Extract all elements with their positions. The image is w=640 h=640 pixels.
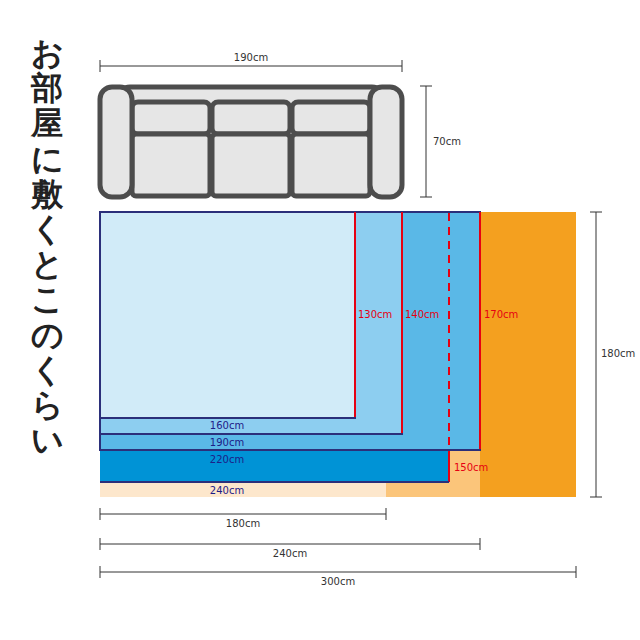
sofa-illustration bbox=[100, 87, 402, 197]
dimension-label: 300cm bbox=[321, 576, 355, 587]
rug-depth-label: 130cm bbox=[358, 309, 392, 320]
dimension-label: 180cm bbox=[226, 518, 260, 529]
dimension-label: 70cm bbox=[433, 136, 461, 147]
rug-width-label: 240cm bbox=[210, 485, 244, 496]
rug-width-label: 190cm bbox=[210, 437, 244, 448]
rug-depth-label: 140cm bbox=[405, 309, 439, 320]
dimension-label: 180cm bbox=[601, 348, 635, 359]
rug-shapes bbox=[100, 212, 576, 497]
rug-depth-label: 150cm bbox=[454, 462, 488, 473]
vertical-title: お部屋に敷くとこのくらい bbox=[31, 36, 63, 458]
dimension-label: 240cm bbox=[273, 548, 307, 559]
dimension-label: 190cm bbox=[234, 52, 268, 63]
rug-depth-label: 170cm bbox=[484, 309, 518, 320]
dimension-lines bbox=[100, 60, 602, 578]
rug-width-label: 160cm bbox=[210, 420, 244, 431]
rug-width-label: 220cm bbox=[210, 454, 244, 465]
